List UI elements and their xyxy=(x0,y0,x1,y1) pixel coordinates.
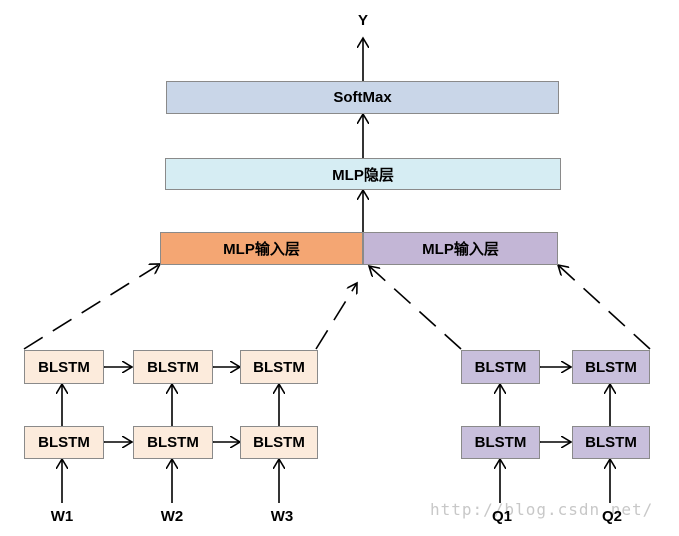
input-label-q1: Q1 xyxy=(491,508,512,525)
blstm-left-bottom-3: BLSTM xyxy=(240,426,318,459)
blstm-left-top-3: BLSTM xyxy=(240,350,318,384)
output-label-y: Y xyxy=(357,12,368,29)
blstm-right-bottom-2: BLSTM xyxy=(572,426,650,459)
dashed-left-outer xyxy=(23,264,160,350)
blstm-left-bottom-1: BLSTM xyxy=(24,426,104,459)
blstm-left-top-2: BLSTM xyxy=(133,350,213,384)
input-label-w3: W3 xyxy=(270,508,294,525)
watermark: http://blog.csdn.net/ xyxy=(430,500,654,519)
softmax-layer: SoftMax xyxy=(166,81,559,114)
blstm-left-top-1: BLSTM xyxy=(24,350,104,384)
blstm-left-bottom-2: BLSTM xyxy=(133,426,213,459)
input-label-w1: W1 xyxy=(50,508,74,525)
mlp-input-layer-left: MLP输入层 xyxy=(160,232,363,265)
dashed-right-inner xyxy=(369,266,462,350)
blstm-right-bottom-1: BLSTM xyxy=(461,426,540,459)
mlp-hidden-layer: MLP隐层 xyxy=(165,158,561,190)
blstm-right-top-1: BLSTM xyxy=(461,350,540,384)
blstm-right-top-2: BLSTM xyxy=(572,350,650,384)
dashed-right-outer xyxy=(558,265,651,350)
input-label-q2: Q2 xyxy=(601,508,622,525)
dashed-left-inner xyxy=(315,283,357,350)
input-label-w2: W2 xyxy=(160,508,184,525)
mlp-input-layer-right: MLP输入层 xyxy=(363,232,558,265)
